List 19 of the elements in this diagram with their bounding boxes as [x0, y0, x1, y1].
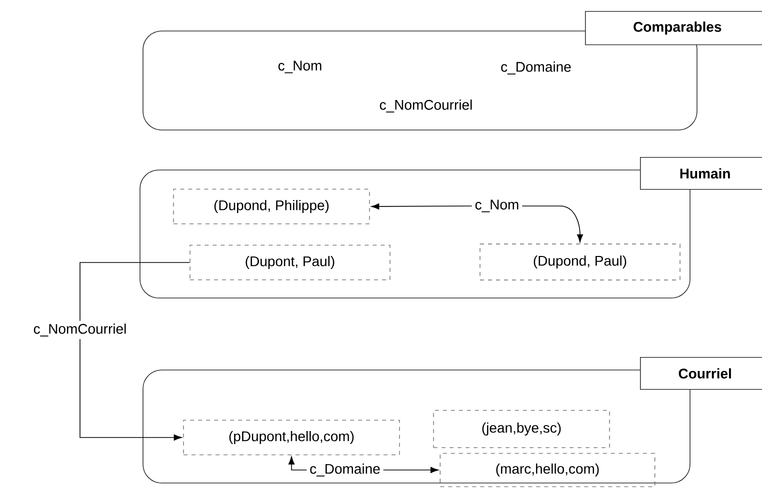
node-label: Humain [680, 168, 730, 179]
relation-name: c_Nom [278, 60, 322, 74]
dashed-box: (pDupont,hello,com) [183, 420, 400, 456]
dashed-box: (marc,hello,com) [440, 453, 656, 487]
relation-label: c_Nom [475, 200, 518, 212]
relation-name: c_NomCourriel [380, 100, 472, 112]
relation-name: c_Domaine [501, 62, 571, 74]
arrow [382, 466, 439, 474]
arrow [288, 456, 308, 470]
dashed-box: (Dupond, Paul) [480, 244, 680, 280]
dashed-box: (jean,bye,sc) [433, 410, 610, 448]
arrow [522, 206, 584, 242]
arrow [371, 203, 472, 210]
node-label: Courriel [678, 368, 731, 379]
arrow [80, 262, 190, 441]
edge-label: c_NomCourriel [30, 320, 130, 340]
relation-label: c_Domaine [310, 464, 380, 476]
dashed-box: (Dupont, Paul) [190, 244, 390, 280]
dashed-box: (Dupond, Philippe) [173, 188, 370, 224]
